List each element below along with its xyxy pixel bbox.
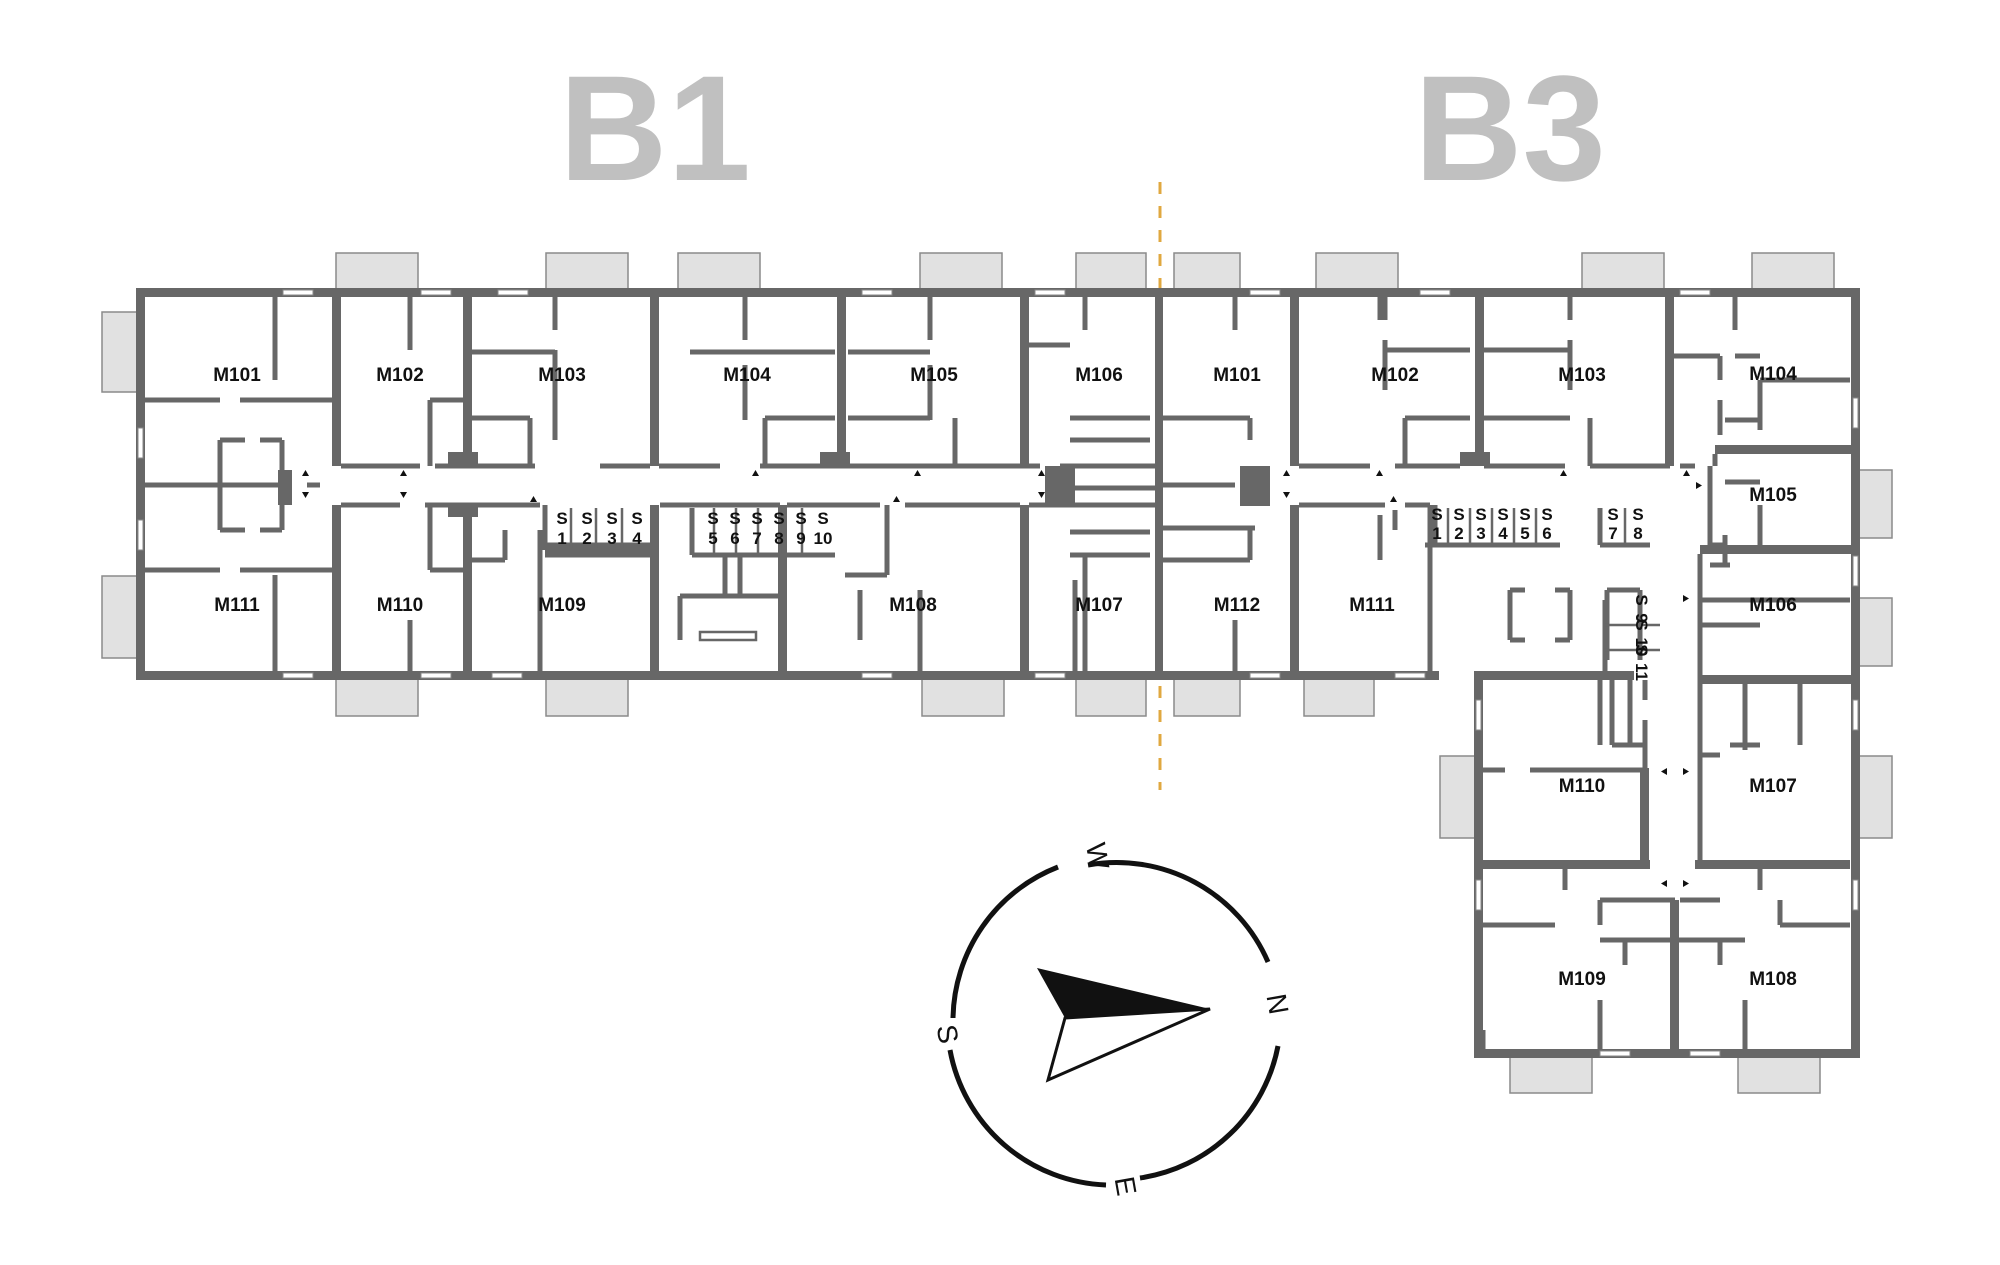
balconies — [101, 252, 1893, 1094]
compass-arc — [1139, 1045, 1281, 1181]
compass-north: N — [1260, 991, 1294, 1016]
room-label: M107 — [1075, 595, 1123, 616]
room-label: M110 — [377, 595, 423, 616]
storage-prefix: S — [1497, 505, 1508, 524]
room-label: M107 — [1749, 776, 1797, 797]
compass-east: E — [1109, 1174, 1143, 1198]
compass-arc — [950, 864, 1059, 1019]
rooms-b1: M101 M102 M103 M104 M105 M106 M107 M108 … — [213, 365, 1123, 616]
storage-number: 2 — [582, 529, 591, 548]
storage-number: 6 — [730, 529, 739, 548]
storage-b3: S 1 S 2 S 3 S 4 S 5 S 6 S 7 S 8 S 9 S 10… — [1425, 505, 1660, 681]
storage-number: 10 — [814, 529, 833, 548]
storage-number: 5 — [708, 529, 717, 548]
room-label: M105 — [910, 365, 958, 386]
storage-number: 1 — [1432, 524, 1441, 543]
room-label: M108 — [1749, 969, 1797, 990]
storage-number: 9 — [796, 529, 805, 548]
door-arrows — [302, 470, 1702, 887]
room-label: M106 — [1075, 365, 1123, 386]
storage-prefix: S — [795, 509, 806, 528]
room-label: M104 — [723, 365, 771, 386]
storage-prefix: S — [1541, 505, 1552, 524]
storage-number: 9 — [1632, 613, 1651, 622]
interior-walls-b1 — [145, 288, 1155, 680]
storage-number: 4 — [1498, 524, 1508, 543]
windows — [137, 289, 1859, 1057]
storage-prefix: S — [1475, 505, 1486, 524]
compass: N S E W — [931, 840, 1295, 1198]
storage-number: 6 — [1542, 524, 1551, 543]
room-label: M102 — [376, 365, 424, 386]
room-label: M103 — [1558, 365, 1606, 386]
storage-number: 3 — [607, 529, 616, 548]
storage-number: 11 — [1632, 663, 1651, 681]
storage-number: 7 — [752, 529, 761, 548]
compass-south: S — [931, 1022, 965, 1046]
storage-prefix: S — [751, 509, 762, 528]
room-label: M110 — [1559, 776, 1605, 797]
compass-arc — [947, 1049, 1107, 1188]
room-label: M102 — [1371, 365, 1419, 386]
storage-prefix: S — [773, 509, 784, 528]
storage-number: 5 — [1520, 524, 1529, 543]
room-label: M105 — [1749, 485, 1797, 506]
compass-needle-dark — [1037, 968, 1210, 1018]
room-label: M101 — [1213, 365, 1261, 386]
storage-prefix: S — [1519, 505, 1530, 524]
storage-prefix: S — [606, 509, 617, 528]
building-label-b1: B1 — [559, 44, 751, 212]
storage-prefix: S — [1453, 505, 1464, 524]
room-label: M108 — [889, 595, 937, 616]
storage-prefix: S — [707, 509, 718, 528]
compass-needle-light — [1045, 1007, 1211, 1083]
room-label: M111 — [1349, 595, 1395, 616]
storage-prefix: S — [631, 509, 642, 528]
room-label: M109 — [1558, 969, 1606, 990]
compass-arc — [1087, 860, 1271, 963]
storage-number: 4 — [632, 529, 642, 548]
storage-b1: S 1 S 2 S 3 S 4 S 5 S 6 S 7 S 8 S 9 S 10 — [542, 505, 835, 558]
storage-prefix: S — [1607, 505, 1618, 524]
room-label: M106 — [1749, 595, 1797, 616]
storage-prefix: S — [1632, 505, 1643, 524]
room-label: M111 — [214, 595, 260, 616]
storage-prefix: S — [581, 509, 592, 528]
room-label: M101 — [213, 365, 261, 386]
compass-west: W — [1080, 840, 1115, 872]
building-label-b3: B3 — [1414, 44, 1606, 212]
storage-prefix: S — [729, 509, 740, 528]
storage-number: 8 — [774, 529, 783, 548]
storage-prefix: S — [1632, 619, 1651, 630]
storage-prefix: S — [1632, 644, 1651, 655]
storage-number: 3 — [1476, 524, 1485, 543]
storage-number: 2 — [1454, 524, 1463, 543]
room-label: M103 — [538, 365, 586, 386]
storage-number: 8 — [1633, 524, 1642, 543]
storage-number: 7 — [1608, 524, 1617, 543]
room-label: M104 — [1749, 364, 1797, 385]
storage-prefix: S — [556, 509, 567, 528]
room-label: M112 — [1214, 595, 1260, 616]
storage-prefix: S — [1431, 505, 1442, 524]
storage-number: 10 — [1632, 638, 1651, 657]
storage-number: 1 — [557, 529, 566, 548]
storage-prefix: S — [1632, 594, 1651, 605]
storage-prefix: S — [817, 509, 828, 528]
rooms-b3: M101 M102 M103 M104 M105 M106 M107 M108 … — [1213, 364, 1797, 990]
room-label: M109 — [538, 595, 586, 616]
